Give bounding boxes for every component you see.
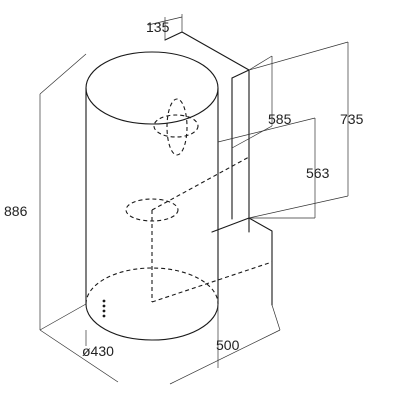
label-500: 500 bbox=[216, 337, 240, 353]
label-563: 563 bbox=[306, 165, 330, 181]
cylinder-bottom-arc bbox=[85, 303, 219, 341]
control-buttons bbox=[102, 299, 106, 318]
axis-diagonal-upper bbox=[151, 156, 250, 211]
label-diameter: ø430 bbox=[82, 343, 114, 359]
dimension-lines bbox=[39, 14, 349, 385]
outlet-horizontal-ellipse bbox=[153, 114, 199, 138]
cylinder-bottom-hidden-arc bbox=[85, 267, 219, 305]
outlet-vertical-ellipse bbox=[166, 98, 188, 156]
internal-hidden-lines bbox=[125, 98, 273, 303]
cylinder-body bbox=[85, 51, 219, 341]
label-135: 135 bbox=[146, 19, 170, 35]
label-585: 585 bbox=[268, 111, 292, 127]
bracket-step bbox=[211, 217, 273, 306]
label-735: 735 bbox=[340, 111, 364, 127]
axis-diagonal-lower bbox=[151, 261, 273, 303]
mounting-panel bbox=[164, 31, 273, 306]
cylinder-top-ellipse bbox=[85, 51, 219, 125]
panel-top-face bbox=[164, 31, 250, 79]
label-886: 886 bbox=[4, 203, 28, 219]
